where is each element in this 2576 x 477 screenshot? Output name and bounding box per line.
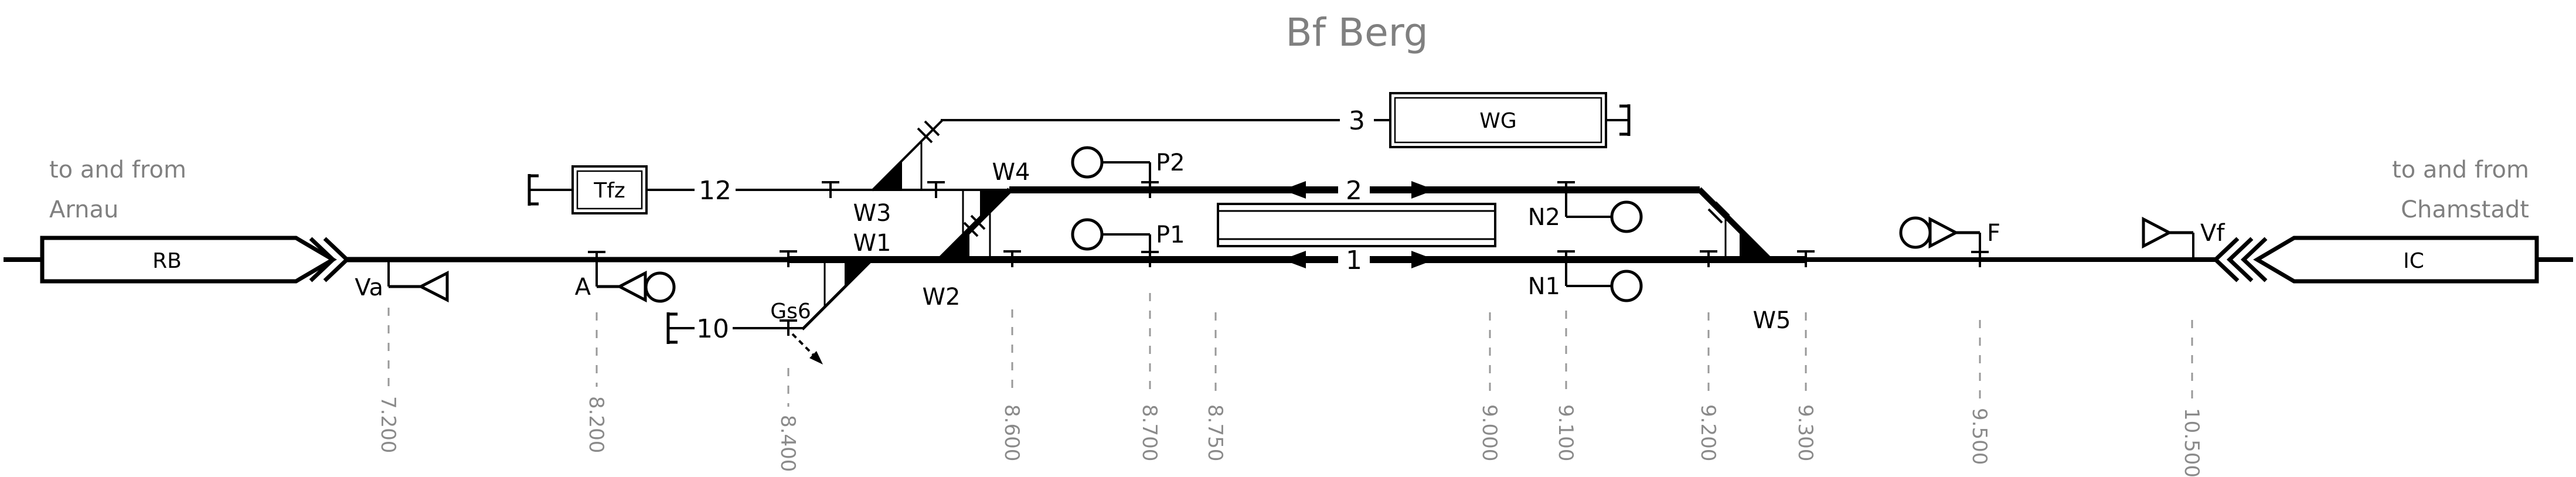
signal-f: F — [1899, 216, 2000, 267]
km-label-9.300: 9.300 — [1794, 404, 1817, 461]
km-label-9.000: 9.000 — [1478, 404, 1501, 461]
signal-va: Va — [355, 260, 449, 303]
switch-w1-label: W1 — [853, 230, 891, 257]
km-label-8.400: 8.400 — [776, 415, 799, 472]
track-number-labels: 12 10 3 2 1 — [696, 106, 1365, 344]
station-title: Bf Berg — [1285, 10, 1428, 55]
direction-label-left: to and from Arnau — [49, 156, 186, 223]
running-direction-arrows — [1282, 181, 1435, 268]
signal-p2-label: P2 — [1156, 149, 1185, 176]
joint-w5-cap — [1714, 201, 1730, 217]
km-label-8.700: 8.700 — [1138, 404, 1161, 461]
arrow-track1-right — [1411, 251, 1435, 268]
buffer-track10 — [666, 312, 678, 344]
signal-vf-label: Vf — [2200, 220, 2225, 247]
joint-w5-tick — [1707, 208, 1723, 224]
joint-track1-km8400 — [780, 250, 797, 267]
switch-w5-label: W5 — [1753, 307, 1791, 334]
signal-a: A — [575, 251, 676, 303]
direction-label-right: to and from Chamstadt — [2392, 156, 2529, 223]
joint-track10-derailer — [780, 319, 797, 336]
km-label-9.100: 9.100 — [1554, 404, 1577, 461]
switch-w2-w4-diagonal — [937, 188, 1012, 263]
joint-track1-km9200 — [1700, 250, 1717, 267]
km-label-7.200: 7.200 — [376, 396, 400, 453]
derailer-gs6-label: Gs6 — [770, 299, 811, 323]
signal-n2: N2 — [1528, 181, 1643, 233]
buffer-track3 — [1619, 104, 1631, 136]
signal-vf: Vf — [2142, 216, 2225, 260]
buffer-stops — [528, 104, 1631, 344]
arrow-track1-left — [1282, 251, 1306, 268]
signal-n2-label: N2 — [1528, 204, 1560, 231]
signals: Va A P2 P1 N2 — [355, 146, 2225, 303]
joint-track12-right — [927, 181, 945, 198]
joint-w3-tick — [917, 127, 933, 144]
switch-w3-label: W3 — [853, 200, 891, 227]
switch-labels: W3 W1 W2 W4 W5 — [853, 159, 1791, 334]
switch-fills — [845, 160, 1767, 287]
direction-right-line2: Chamstadt — [2401, 196, 2529, 223]
switch-w4-label: W4 — [992, 159, 1030, 186]
switch-w1-fill — [845, 261, 871, 287]
track-2-label: 2 — [1346, 176, 1362, 206]
direction-left-line2: Arnau — [49, 196, 118, 223]
km-label-10.500: 10.500 — [2180, 408, 2203, 477]
direction-right-line1: to and from — [2392, 156, 2529, 183]
facility-boxes: Tfz WG — [571, 92, 1607, 214]
tfz-box: Tfz — [571, 165, 648, 214]
signal-p1: P1 — [1071, 218, 1185, 267]
switch-w2-fill — [942, 231, 969, 258]
km-label-9.200: 9.200 — [1696, 404, 1720, 461]
signal-n1-label: N1 — [1528, 273, 1560, 300]
switch-w1-diagonal — [801, 258, 874, 331]
wg-label: WG — [1479, 109, 1517, 133]
joint-w2-tick — [963, 222, 979, 237]
fouling-point-lines — [823, 141, 1727, 306]
platform — [1217, 203, 1496, 247]
switch-w3-fill — [873, 160, 902, 189]
buffer-track12 — [528, 174, 539, 206]
kilometer-marks: 7.200 8.200 8.400 8.600 8.700 8.750 9.000 9.100… — [376, 293, 2203, 477]
train-rb-label: RB — [152, 249, 182, 273]
km-label-8.750: 8.750 — [1203, 404, 1227, 461]
wg-box: WG — [1389, 92, 1607, 148]
train-ic-label: IC — [2403, 249, 2424, 273]
train-rb: RB — [40, 236, 351, 284]
signal-n1: N1 — [1528, 250, 1643, 302]
signal-a-label: A — [575, 274, 591, 301]
joint-w3-cap — [924, 120, 940, 137]
track-joint-marks — [780, 181, 1815, 336]
arrow-track2-right — [1411, 181, 1435, 199]
joint-track12-left — [822, 181, 839, 198]
tfz-label: Tfz — [593, 179, 625, 203]
km-label-9.500: 9.500 — [1968, 408, 1991, 465]
train-ic: IC — [2212, 236, 2539, 284]
signal-va-label: Va — [355, 274, 383, 301]
switch-w5-diagonal — [1697, 187, 1772, 262]
track-3-label: 3 — [1349, 106, 1365, 136]
switch-w2-label: W2 — [923, 284, 961, 311]
signal-f-label: F — [1987, 220, 2000, 247]
km-label-8.200: 8.200 — [584, 396, 608, 453]
direction-left-line1: to and from — [49, 156, 186, 183]
km-label-8.600: 8.600 — [1000, 404, 1023, 461]
diagonal-joint-marks — [917, 120, 1730, 237]
track-12-label: 12 — [699, 176, 731, 206]
arrow-track2-left — [1282, 181, 1306, 199]
switch-w5-fill — [1740, 231, 1767, 258]
switch-w4-fill — [980, 191, 1007, 218]
joint-track1-km8600 — [1003, 250, 1021, 267]
track-1-label: 1 — [1346, 246, 1362, 275]
signal-p2: P2 — [1071, 146, 1185, 198]
derailer-gs6: Gs6 — [770, 299, 823, 364]
joint-w2-cap — [970, 214, 986, 230]
track-10-label: 10 — [696, 314, 729, 344]
signal-p1-label: P1 — [1156, 222, 1185, 248]
joint-track1-km9300 — [1797, 250, 1815, 267]
